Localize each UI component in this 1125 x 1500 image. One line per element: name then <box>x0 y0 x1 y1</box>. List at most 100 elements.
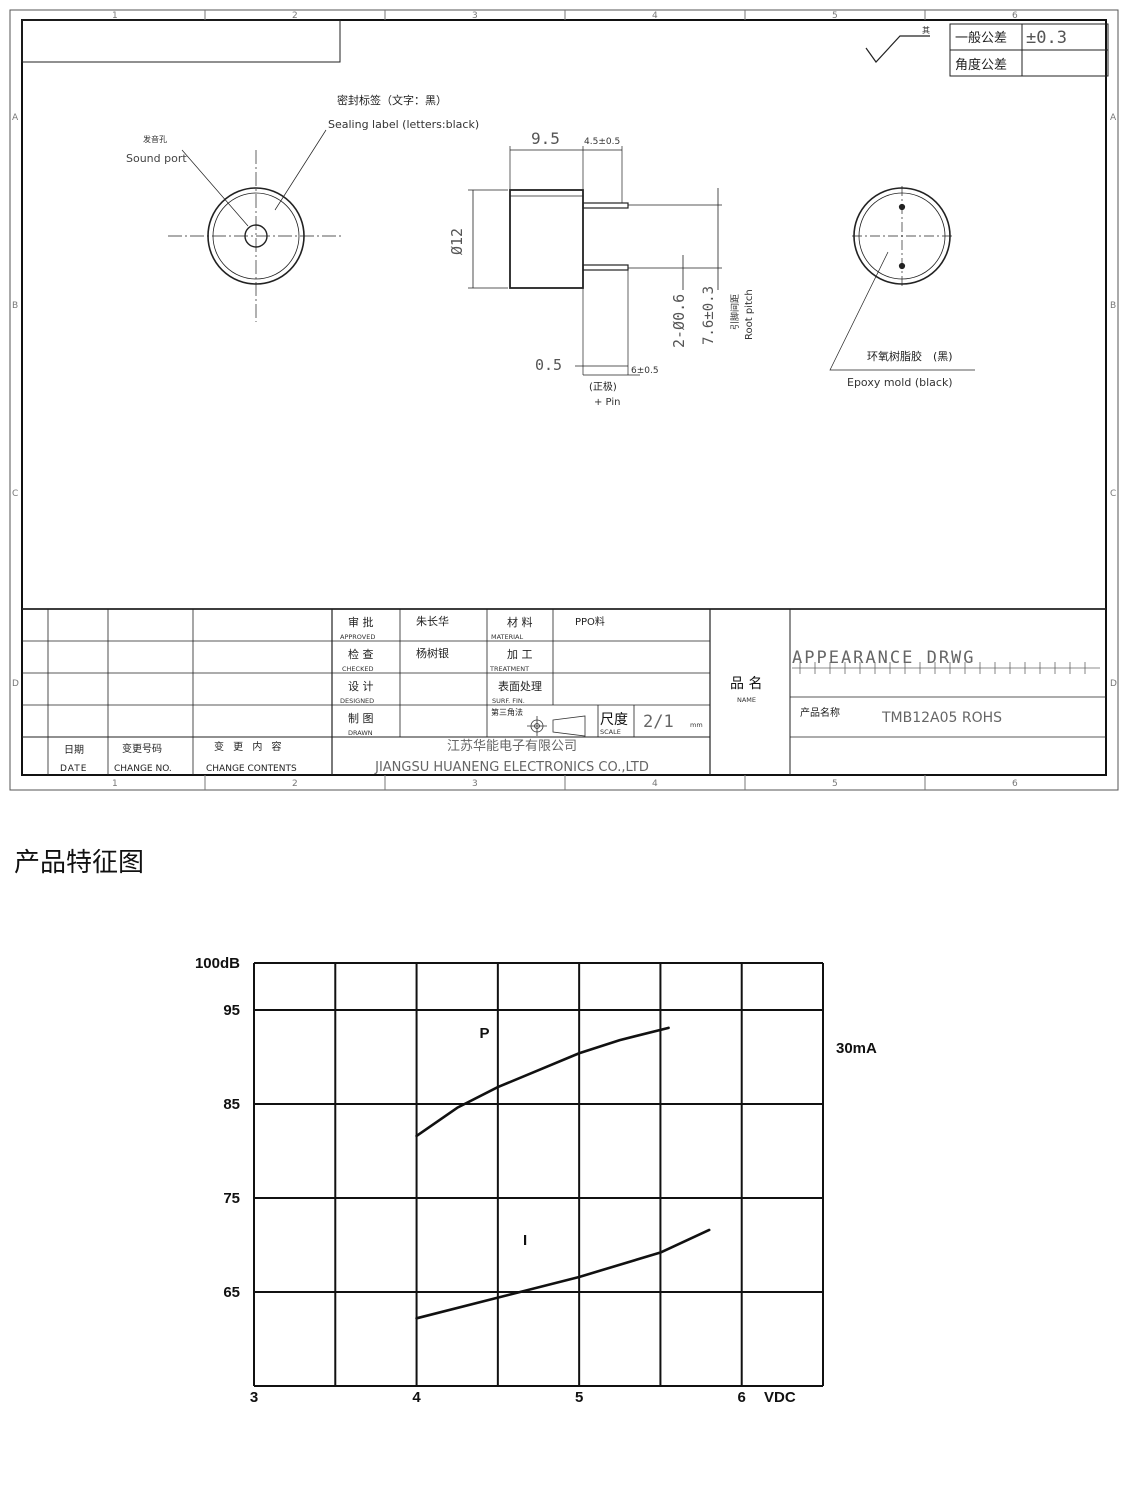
chart-y-tick-label: 100dB <box>195 955 240 972</box>
date-label-en: DATE <box>60 764 87 774</box>
treatment-label-cn: 加 工 <box>507 648 533 661</box>
approved-name: 朱长华 <box>416 614 449 628</box>
appearance-drawing: 1 2 3 4 5 6 1 2 3 4 5 6 A B C D A B C D … <box>9 9 1119 791</box>
zone-col-label: 3 <box>472 11 478 21</box>
drawing-inner-frame <box>21 19 1107 776</box>
designed-label-cn: 设 计 <box>348 680 374 693</box>
chart-series-line-p <box>415 1026 670 1138</box>
checked-label-cn: 检 查 <box>348 647 374 661</box>
approved-label-en: APPROVED <box>340 633 375 641</box>
chart-ticks: 100dB 95 85 75 65 3 4 5 6 <box>195 955 746 1406</box>
title-block-lines <box>22 608 1106 775</box>
zone-row-label: A <box>1110 113 1117 123</box>
projection-symbol <box>527 715 586 737</box>
checked-name: 杨树银 <box>416 646 449 660</box>
pin-label-cn: (正极) <box>589 380 617 393</box>
chart-x-tick-label: 3 <box>250 1389 258 1406</box>
zone-col-label: 5 <box>832 779 838 789</box>
sealing-label-en: Sealing label (letters:black) <box>328 118 479 131</box>
chart-x-tick-label: 6 <box>738 1389 746 1406</box>
approved-label-cn: 审 批 <box>348 615 374 629</box>
product-name-label: 产品名称 <box>800 706 840 719</box>
chart-y-tick-label: 95 <box>223 1002 240 1019</box>
dim-length: 9.5 <box>531 129 560 148</box>
surface-label-cn: 表面处理 <box>498 679 542 693</box>
surface-finish-mark: 其 <box>922 26 930 35</box>
company-name-cn: 江苏华能电子有限公司 <box>447 738 577 754</box>
chart-right-annotation: 30mA <box>836 1040 877 1057</box>
drawing-type-title: APPEARANCE DRWG <box>792 648 976 668</box>
dim-pin-tolerance: 6±0.5 <box>631 366 659 376</box>
chart-y-tick-label: 65 <box>223 1284 240 1301</box>
chart-x-tick-label: 5 <box>575 1389 583 1406</box>
pin-label-en: + Pin <box>594 397 620 408</box>
zone-row-label: B <box>12 301 18 311</box>
chart-series-label: I <box>523 1232 527 1249</box>
section-title: 产品特征图 <box>14 848 145 878</box>
date-label-cn: 日期 <box>64 744 84 756</box>
zone-col-label: 2 <box>292 779 298 789</box>
zone-col-label: 4 <box>652 779 658 789</box>
sound-port-label-en: Sound port <box>126 152 187 165</box>
sealing-label-cn: 密封标签（文字：黑） <box>337 93 447 107</box>
zone-col-label: 5 <box>832 11 838 21</box>
dim-diameter: Ø12 <box>448 228 466 255</box>
chart-grid <box>253 962 824 1387</box>
material-value: PPO料 <box>575 615 605 628</box>
pitch-label-cn: 引脚间距 <box>729 294 741 330</box>
chart-x-axis-label: VDC <box>764 1389 796 1406</box>
sound-port-label-cn: 发音孔 <box>143 134 167 144</box>
drawing-outer-frame <box>9 9 1119 791</box>
drawing-corner-box <box>21 19 341 63</box>
drawn-label-cn: 制 图 <box>348 712 374 725</box>
epoxy-label-cn: 环氧树脂胶 (黑) <box>867 349 953 363</box>
zone-col-label: 2 <box>292 11 298 21</box>
designed-label-en: DESIGNED <box>340 697 374 705</box>
zone-row-label: C <box>1110 489 1116 499</box>
material-label-cn: 材 料 <box>507 615 533 629</box>
product-name: TMB12A05 ROHS <box>881 710 1002 726</box>
chart-y-tick-label: 75 <box>223 1190 240 1207</box>
chart-y-tick-label: 85 <box>223 1096 240 1113</box>
angle-tolerance-label: 角度公差 <box>955 57 1007 73</box>
zone-col-label: 6 <box>1012 779 1018 789</box>
zone-col-label: 1 <box>112 779 118 789</box>
treatment-label-en: TREATMENT <box>489 665 529 673</box>
projection-label: 第三角法 <box>491 707 523 717</box>
drawn-label-en: DRAWN <box>348 729 373 737</box>
pitch-label-en: Root pitch <box>744 289 755 340</box>
change-contents-label-en: CHANGE CONTENTS <box>206 764 297 774</box>
chart-series-label: P <box>479 1025 489 1042</box>
rear-view <box>829 186 975 371</box>
company-name-en: JIANGSU HUANENG ELECTRONICS CO.,LTD <box>374 760 649 775</box>
zone-row-label: D <box>12 679 19 689</box>
material-label-en: MATERIAL <box>491 633 524 641</box>
scale-label-cn: 尺度 <box>600 712 628 728</box>
change-contents-label-cn: 变 更 内 容 <box>214 740 285 753</box>
dim-pitch: 7.6±0.3 <box>701 286 717 345</box>
chart-series: PI <box>415 1025 711 1320</box>
surface-label-en: SURF. FIN. <box>492 697 525 705</box>
zone-row-label: C <box>12 489 18 499</box>
zone-col-label: 3 <box>472 779 478 789</box>
side-view <box>468 146 722 376</box>
scale-value: 2/1 <box>643 712 674 732</box>
name-label-cn: 品 名 <box>730 676 762 692</box>
dim-pins: 2-Ø0.6 <box>670 294 688 348</box>
chart-series-line-i <box>415 1228 711 1320</box>
zone-col-label: 6 <box>1012 11 1018 21</box>
general-tolerance-label: 一般公差 <box>955 30 1007 46</box>
zone-row-label: B <box>1110 301 1116 311</box>
zone-row-label: D <box>1110 679 1117 689</box>
dim-pin-length: 4.5±0.5 <box>584 137 620 147</box>
general-tolerance-value: ±0.3 <box>1026 28 1067 48</box>
chart-x-tick-label: 4 <box>412 1389 421 1406</box>
scale-unit: mm <box>690 721 703 729</box>
name-label-en: NAME <box>737 696 756 704</box>
scale-label-en: SCALE <box>600 728 621 736</box>
change-no-label-cn: 变更号码 <box>122 742 162 755</box>
zone-col-label: 4 <box>652 11 658 21</box>
dim-offset: 0.5 <box>535 356 562 374</box>
surface-finish-symbol <box>865 35 930 63</box>
